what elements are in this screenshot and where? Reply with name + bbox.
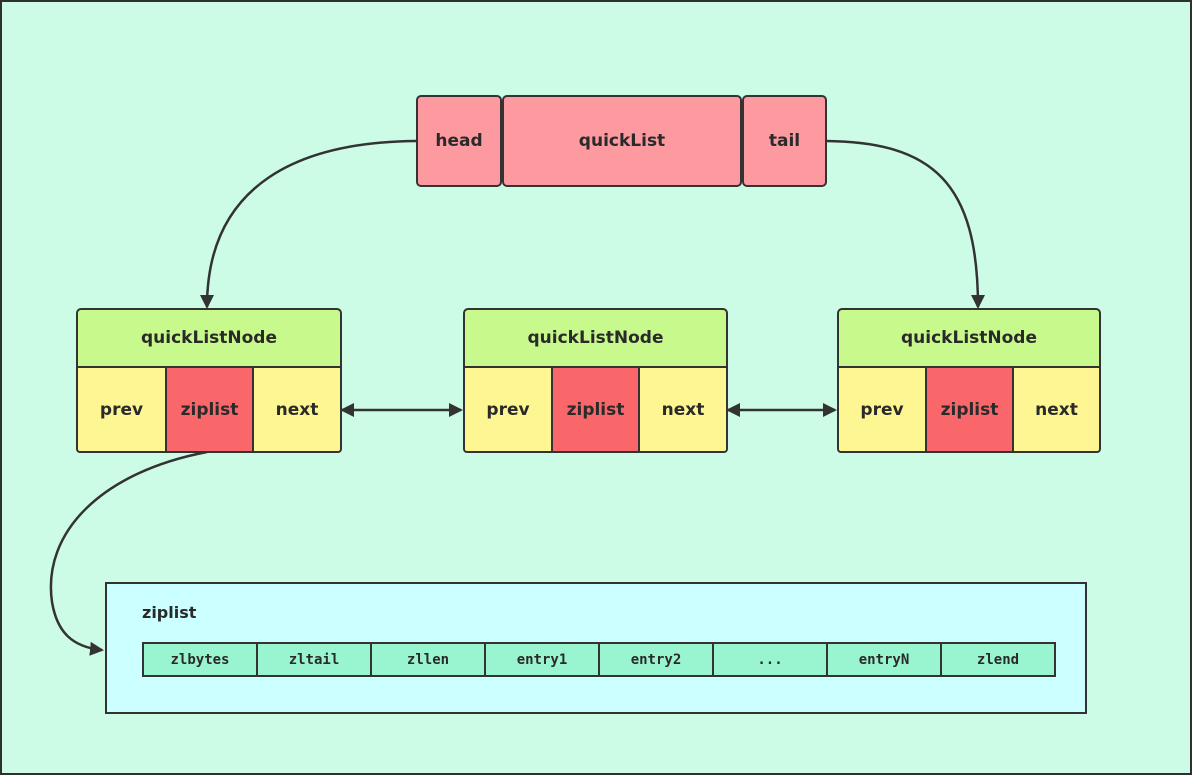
ziplist-pointer-arrow	[49, 450, 208, 656]
node-ziplist: ziplist	[165, 366, 254, 453]
node-prev: prev	[837, 366, 927, 453]
ziplist-title: ziplist	[142, 603, 197, 622]
ziplist-field-entry1: entry1	[484, 642, 600, 677]
tail-arrow	[825, 139, 985, 309]
node-title: quickListNode	[76, 308, 342, 368]
node-title: quickListNode	[463, 308, 728, 368]
ziplist-field-entry2: entry2	[598, 642, 714, 677]
ziplist-field-zlend: zlend	[940, 642, 1056, 677]
ziplist-field-ellipsis: ...	[712, 642, 828, 677]
node-ziplist: ziplist	[551, 366, 640, 453]
ziplist-field-entryN: entryN	[826, 642, 942, 677]
node-prev: prev	[463, 366, 553, 453]
ziplist-field-zltail: zltail	[256, 642, 372, 677]
node-next: next	[638, 366, 728, 453]
quicklist-head: head	[416, 95, 502, 187]
quicklist-tail: tail	[742, 95, 827, 187]
node-title: quickListNode	[837, 308, 1101, 368]
ziplist-field-zllen: zllen	[370, 642, 486, 677]
node-next: next	[252, 366, 342, 453]
ziplist-field-zlbytes: zlbytes	[142, 642, 258, 677]
node-prev: prev	[76, 366, 167, 453]
node-ziplist: ziplist	[925, 366, 1014, 453]
head-arrow	[200, 139, 417, 309]
quicklist-title: quickList	[502, 95, 742, 187]
node-next: next	[1012, 366, 1101, 453]
ziplist-structure: ziplist zlbytes zltail zllen entry1 entr…	[105, 582, 1087, 714]
